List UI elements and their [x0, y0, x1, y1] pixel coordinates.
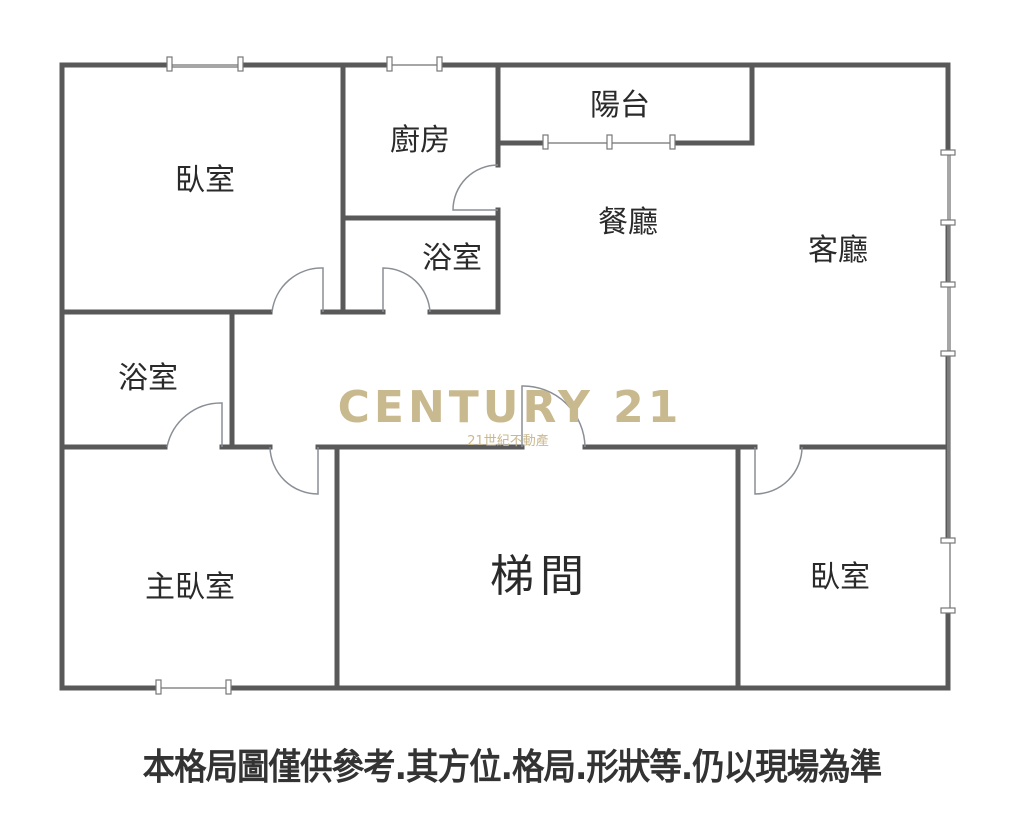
room-living: 客廳	[808, 233, 868, 268]
room-bath-left: 浴室	[118, 361, 178, 396]
disclaimer-caption: 本格局圖僅供參考.其方位.格局.形狀等.仍以現場為準	[142, 747, 883, 788]
room-bedroom-right: 臥室	[810, 560, 870, 595]
windows	[155, 56, 956, 695]
room-master-bedroom: 主臥室	[145, 570, 235, 605]
room-bedroom-top-left: 臥室	[175, 163, 235, 198]
watermark-brand: CENTURY 21	[338, 382, 683, 433]
room-kitchen: 廚房	[390, 123, 450, 158]
room-stairwell: 梯間	[490, 551, 590, 602]
room-balcony: 陽台	[590, 88, 650, 123]
watermark-sub: 21世紀不動產	[467, 433, 549, 449]
watermark-logo: CENTURY 21 21世紀不動產	[338, 382, 683, 449]
doors	[166, 164, 803, 495]
room-dining: 餐廳	[598, 205, 658, 240]
room-labels: 臥室 廚房 陽台 餐廳 客廳 浴室 浴室 主臥室 梯間 臥室	[118, 88, 870, 605]
room-bath-upper: 浴室	[422, 241, 482, 276]
